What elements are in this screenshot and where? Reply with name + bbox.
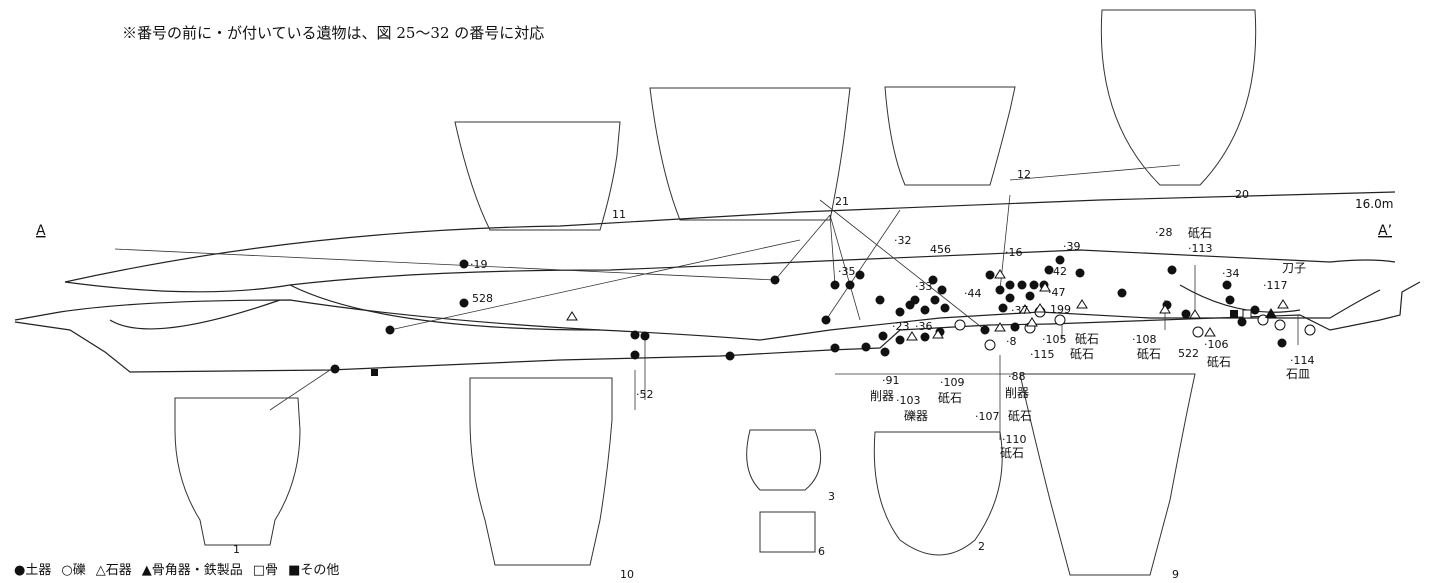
- other-symbol-1: [1230, 310, 1238, 318]
- find-label: 522: [1178, 347, 1199, 360]
- vessel-drawings: [174, 9, 1257, 576]
- find-label: ·19: [470, 258, 488, 271]
- vessel-number: 3: [828, 490, 835, 503]
- find-label: 礫器: [904, 408, 928, 423]
- vessel-9: [1019, 373, 1196, 576]
- soil-layers: [14, 191, 1421, 373]
- vessel-number: 6: [818, 545, 825, 558]
- find-label: ·44: [964, 287, 982, 300]
- vessel-11: [454, 121, 621, 231]
- upper-layer-line: [64, 191, 1396, 283]
- legend-bone: □骨: [252, 563, 279, 578]
- legend-bone-iron: ▲骨角器・鉄製品: [141, 563, 243, 578]
- find-label: ·39: [1063, 240, 1081, 253]
- find-label: 刀子: [1282, 261, 1306, 275]
- stone-tool-symbols: [566, 269, 1289, 341]
- vessel-10: [469, 377, 613, 566]
- find-label: 199: [1050, 303, 1071, 316]
- vessel-number: 10: [620, 568, 634, 581]
- vessel-1: [174, 397, 301, 546]
- other-symbol-2: [371, 369, 378, 376]
- vessel-3: [746, 429, 822, 491]
- legend-stone-tool: △石器: [95, 563, 132, 578]
- find-label: ·105: [1042, 333, 1067, 346]
- vessel-number: 1: [233, 543, 240, 556]
- legend: ●土器 ○礫 △石器 ▲骨角器・鉄製品 □骨 ■その他: [14, 559, 339, 578]
- legend-gravel: ○礫: [61, 563, 86, 578]
- find-label: ·113: [1188, 242, 1213, 255]
- leader-lines: [114, 164, 1299, 440]
- find-label: ·34: [1222, 267, 1240, 280]
- find-label: 削器: [1005, 386, 1029, 400]
- find-label: ·106: [1204, 338, 1229, 351]
- find-labels: 21 ·32 456 ·35 ·33 ·16 ·39 ·28 砥石 ·113 ·…: [470, 195, 1315, 460]
- bone-symbol: [1242, 309, 1252, 319]
- pit-line-right: [1179, 284, 1301, 313]
- vessel-20: [1100, 9, 1257, 186]
- symbols: [330, 255, 1316, 376]
- find-label: ·114: [1290, 354, 1315, 367]
- figure-note: ※番号の前に・が付いている遺物は、図 25～32 の番号に対応: [122, 24, 545, 42]
- find-label: ·32: [894, 234, 912, 247]
- elevation-label: 16.0m: [1355, 197, 1393, 211]
- find-label: ·8: [1006, 335, 1017, 348]
- vessel-number: 11: [612, 208, 626, 221]
- find-label: ·28: [1155, 226, 1173, 239]
- vessel-number: 20: [1235, 188, 1249, 201]
- find-label: ·103: [896, 394, 921, 407]
- pottery-symbols: [330, 255, 1287, 374]
- legend-other: ■その他: [288, 563, 340, 578]
- find-label: ·47: [1048, 286, 1066, 299]
- section-end-label: A’: [1378, 223, 1392, 239]
- find-label: 砥石: [1000, 446, 1024, 460]
- vessel-6: [759, 511, 816, 553]
- find-label: 砥石: [1075, 332, 1099, 346]
- section-labels: 16.0m A A’: [36, 197, 1393, 239]
- vessel-upper-middle: [649, 87, 851, 221]
- pit-line-left: [109, 299, 281, 330]
- find-label: 砥石: [1207, 355, 1231, 369]
- pit-line-center: [289, 284, 601, 331]
- find-label: ·36: [915, 320, 933, 333]
- find-label: ·91: [882, 374, 900, 387]
- find-label: 21: [835, 195, 849, 208]
- find-label: 砥石: [1008, 409, 1032, 423]
- bone-iron-symbol: [1265, 308, 1277, 318]
- find-label: ·107: [975, 410, 1000, 423]
- find-label: ·33: [915, 280, 933, 293]
- find-label: ·52: [636, 388, 654, 401]
- vessel-number-labels: 1 10 3 6 2 9 11 12 20: [233, 168, 1249, 581]
- vessel-2: [873, 431, 1003, 556]
- find-label: 削器: [870, 389, 894, 403]
- find-label: ·115: [1030, 348, 1055, 361]
- find-label: 456: [930, 243, 951, 256]
- find-label: ·23: [892, 320, 910, 333]
- lower-layer-line: [14, 289, 1381, 341]
- vessel-number: 9: [1172, 568, 1179, 581]
- find-label: ·110: [1002, 433, 1027, 446]
- find-label: 528: [472, 292, 493, 305]
- base-layer-line: [14, 281, 1421, 373]
- find-label: ·88: [1008, 370, 1026, 383]
- vessel-number: 12: [1017, 168, 1031, 181]
- find-label: ·108: [1132, 333, 1157, 346]
- section-start-label: A: [36, 223, 46, 239]
- find-label: ·37: [1011, 304, 1029, 317]
- vessel-12: [884, 86, 1016, 186]
- find-label: 砥石: [1188, 226, 1212, 240]
- find-label: ·109: [940, 376, 965, 389]
- legend-pottery: ●土器: [14, 563, 52, 578]
- find-label: 砥石: [1070, 347, 1094, 361]
- find-label: 砥石: [1137, 347, 1161, 361]
- find-label: 42: [1053, 265, 1067, 278]
- mid-layer-line: [64, 249, 1396, 293]
- vessel-number: 2: [978, 540, 985, 553]
- find-label: ·16: [1005, 246, 1023, 259]
- find-label: ·35: [838, 265, 856, 278]
- find-label: ·117: [1263, 279, 1288, 292]
- find-label: 砥石: [938, 391, 962, 405]
- find-label: 石皿: [1286, 367, 1310, 381]
